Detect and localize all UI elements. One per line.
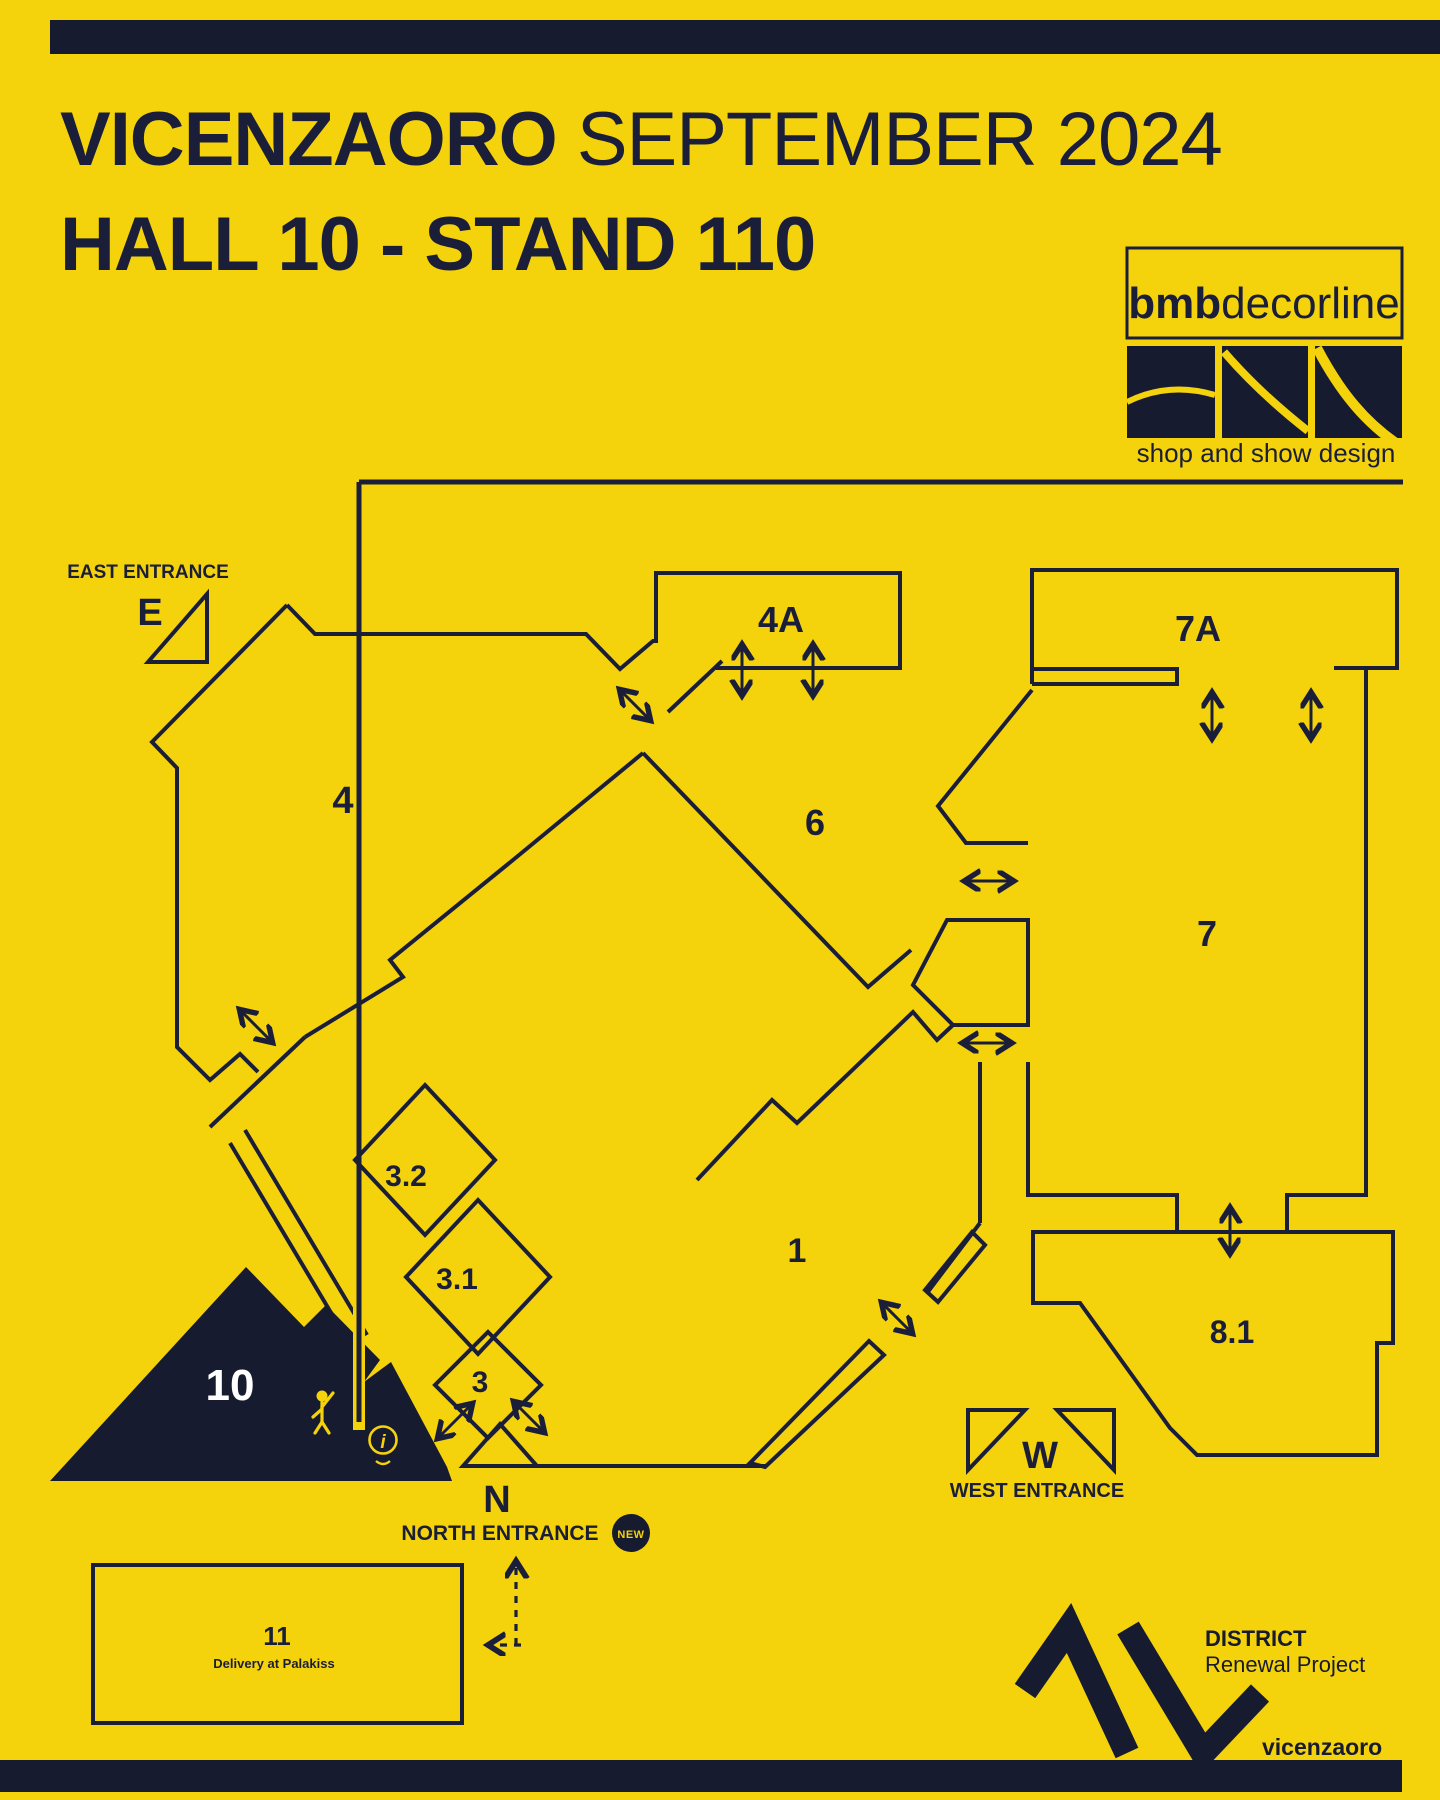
hall-label-3: 3 [472,1366,489,1399]
hall-6-wall [641,751,913,990]
hall-label-4: 4 [332,780,353,822]
north-entrance-letter: N [483,1479,510,1521]
svg-text:i: i [380,1432,386,1453]
logo-wordmark: bmbdecorline [1128,279,1399,328]
hall-label-1: 1 [788,1232,807,1270]
hall-11-box [91,1563,464,1725]
west-entrance-triangle-right [1052,1408,1116,1476]
wall-segment [208,1035,307,1129]
arrow-1-west [882,1303,912,1333]
arrow-north-left [438,1404,472,1438]
arrow-4-6-gap [620,690,650,720]
logo-squares [1125,345,1405,452]
title-brand: VICENZAORO [60,97,558,182]
hall-label-7a: 7A [1175,608,1221,649]
hall-label-3-1: 3.1 [436,1263,478,1296]
corridor-rails [978,1062,1179,1232]
hall-label-3-2: 3.2 [385,1160,427,1193]
hall-outlines [143,568,1399,1476]
hall-8-1-outline [1031,1230,1395,1457]
hall-4a-wall [285,571,902,672]
hall-7a-wall [1030,568,1399,684]
arrow-north-right [514,1402,544,1432]
hall-label-11: 11 [263,1621,291,1651]
hall-7-lobe [910,918,1030,1027]
east-entrance-triangle [143,588,209,664]
title-edition: SEPTEMBER 2024 [556,97,1223,182]
logo-swoosh-3 [1312,345,1405,452]
hall-11-note: Delivery at Palakiss [213,1656,334,1671]
north-entrance-triangle [458,1420,542,1468]
top-bar [50,20,1440,54]
logo-swoosh-2 [1220,349,1311,435]
page-title: VICENZAORO SEPTEMBER 2024 HALL 10 - STAN… [60,88,1223,298]
hall-1-north-wall [695,1009,955,1182]
info-icon: i [368,1425,398,1466]
district-line2: Renewal Project [1205,1652,1365,1677]
hall-labels: 4A 7A 4 6 7 3.2 3.1 3 1 8.1 10 11 Delive… [206,599,1255,1671]
district-line1: DISTRICT [1205,1626,1307,1651]
hall-label-6: 6 [805,802,825,843]
title-line2: HALL 10 - STAND 110 [60,201,816,287]
new-badge-text: NEW [617,1529,644,1541]
hall-4-corridor-wall [303,751,645,1039]
west-entrance-label: WEST ENTRANCE [950,1480,1124,1502]
corridor-strip-se [922,1229,988,1305]
logo-tagline: shop and show design [1137,438,1396,468]
hall-4-wall [149,603,289,1083]
east-entrance-letter: E [137,592,162,634]
district-logo-mark [1014,1603,1270,1774]
flow-arrows [240,645,1311,1438]
hall-label-7: 7 [1197,913,1217,954]
arrow-4-south [240,1010,272,1042]
bmbdecorline-logo: bmbdecorline shop and show design [1125,246,1405,468]
title-line1: VICENZAORO SEPTEMBER 2024 [60,88,1223,193]
district-brand: vicenzaoro [1262,1734,1382,1760]
east-entrance-label: EAST ENTRANCE [67,562,229,583]
wall-segment [666,659,724,714]
hall-7-west-wall [935,688,1034,845]
hall-7a-slab [1032,667,1179,686]
corridor-strip-sw [746,1338,887,1470]
entrance-labels: EAST ENTRANCE E N NORTH ENTRANCE W WEST … [67,562,1124,1545]
person-icon [311,1390,335,1435]
hall-7-wall [1285,690,1368,1232]
west-entrance-triangle-left [966,1408,1030,1476]
hall-3-1-outline [403,1197,553,1357]
district-logo: DISTRICT Renewal Project vicenzaoro [1014,1603,1382,1774]
bottom-bar [0,1760,1402,1792]
logo-swoosh-1 [1125,386,1216,405]
dashed-route [489,1562,521,1645]
west-entrance-letter: W [1022,1435,1058,1477]
hall-label-8-1: 8.1 [1210,1314,1254,1350]
hall-label-10: 10 [206,1361,255,1410]
north-entrance-label: NORTH ENTRANCE [401,1522,598,1545]
hall-label-4a: 4A [758,599,804,640]
hall-3-2-outline [352,1082,498,1238]
new-badge: NEW [612,1514,650,1552]
hall-10-triangle [50,1267,452,1481]
logo-frame [1125,246,1404,340]
wall-segment [925,1221,982,1295]
